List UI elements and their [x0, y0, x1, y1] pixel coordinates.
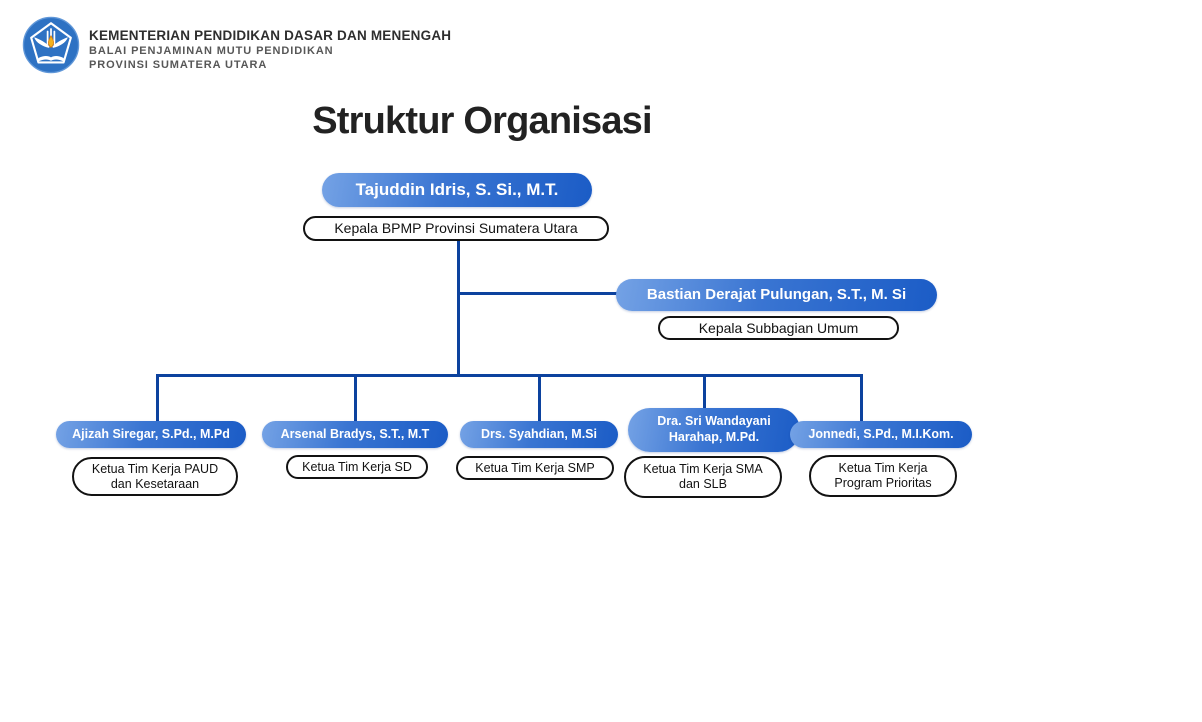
ministry-name: KEMENTERIAN PENDIDIKAN DASAR DAN MENENGA… — [89, 28, 452, 43]
letterhead: KEMENTERIAN PENDIDIKAN DASAR DAN MENENGA… — [22, 16, 451, 74]
node-staff-role: Kepala Subbagian Umum — [658, 316, 899, 340]
connector-drop-1 — [156, 374, 159, 421]
node-head-role: Kepala BPMP Provinsi Sumatera Utara — [303, 216, 609, 241]
node-staff-name: Bastian Derajat Pulungan, S.T., M. Si — [616, 279, 937, 311]
tut-wuri-handayani-logo-icon — [22, 16, 80, 74]
connector-bus — [156, 374, 863, 377]
node-member-name: Arsenal Bradys, S.T., M.T — [262, 421, 448, 448]
connector-drop-2 — [354, 374, 357, 421]
connector-drop-3 — [538, 374, 541, 421]
node-member-name: Dra. Sri Wandayani Harahap, M.Pd. — [628, 408, 800, 452]
agency-name: BALAI PENJAMINAN MUTU PENDIDIKAN — [89, 44, 334, 57]
node-member-role: Ketua Tim Kerja Program Prioritas — [809, 455, 957, 497]
node-member-role: Ketua Tim Kerja SMP — [456, 456, 614, 480]
node-member-role: Ketua Tim Kerja PAUD dan Kesetaraan — [72, 457, 238, 496]
node-member-role: Ketua Tim Kerja SMA dan SLB — [624, 456, 782, 498]
node-head-name: Tajuddin Idris, S. Si., M.T. — [322, 173, 592, 207]
node-member-name: Jonnedi, S.Pd., M.I.Kom. — [790, 421, 972, 448]
province-name: PROVINSI SUMATERA UTARA — [89, 58, 268, 71]
node-member-name: Drs. Syahdian, M.Si — [460, 421, 618, 448]
connector-trunk — [457, 240, 460, 377]
connector-drop-5 — [860, 374, 863, 421]
node-member-name: Ajizah Siregar, S.Pd., M.Pd — [56, 421, 246, 448]
connector-staff-branch — [457, 292, 619, 295]
connector-drop-4 — [703, 374, 706, 409]
page-title: Struktur Organisasi — [312, 100, 652, 142]
letterhead-text: KEMENTERIAN PENDIDIKAN DASAR DAN MENENGA… — [89, 16, 451, 72]
node-member-role: Ketua Tim Kerja SD — [286, 455, 428, 479]
